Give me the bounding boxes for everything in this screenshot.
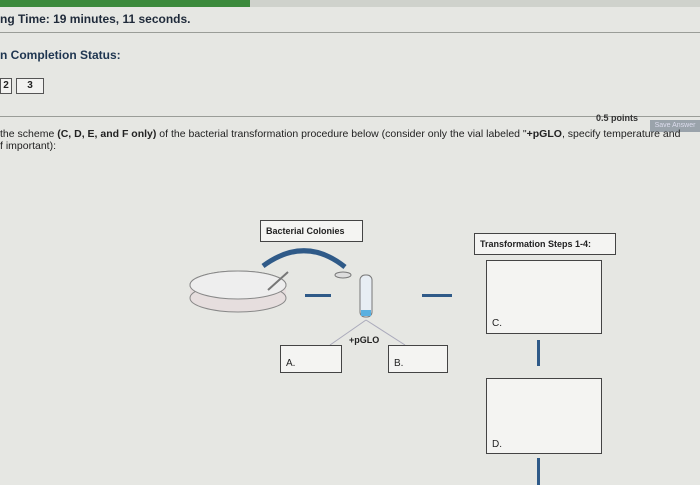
transformation-steps-label: Transformation Steps 1-4: (474, 233, 616, 255)
question-number-2[interactable]: 2 (0, 78, 12, 94)
save-answer-button[interactable]: Save Answer (650, 120, 700, 132)
arrow-down (537, 458, 540, 485)
prompt-bold: (C, D, E, and F only) (57, 128, 157, 140)
question-number-3[interactable]: 3 (16, 78, 44, 94)
prompt-vial: +pGLO (526, 128, 562, 140)
box-d-label: D. (492, 439, 502, 450)
answer-box-d[interactable]: D. (486, 378, 602, 454)
vial-label: +pGLO (349, 335, 380, 345)
arrow-down (537, 340, 540, 366)
completion-status-label: n Completion Status: (0, 48, 121, 62)
remaining-time: ng Time: 19 minutes, 11 seconds. (0, 12, 191, 26)
time-progress-bar (0, 0, 250, 7)
box-b-label: B. (394, 358, 404, 369)
arrow-right (305, 294, 331, 297)
vial-icon (329, 271, 406, 346)
prompt-rest: of the bacterial transformation procedur… (156, 128, 527, 140)
divider (0, 116, 700, 117)
box-c-label: C. (492, 318, 502, 329)
question-text: the scheme (C, D, E, and F only) of the … (0, 128, 700, 152)
prompt-line2: f important): (0, 140, 57, 152)
petri-dish-and-vial-illustration (189, 248, 452, 346)
curved-arrow (261, 248, 347, 269)
answer-box-a[interactable]: A. (280, 345, 342, 373)
prompt-prefix: the scheme (0, 128, 58, 140)
top-bar (0, 0, 700, 7)
divider (0, 32, 700, 33)
answer-box-b[interactable]: B. (388, 345, 448, 373)
points-label: 0.5 points (596, 113, 639, 123)
box-a-label: A. (286, 358, 296, 369)
prompt-end: , specify temperature and (561, 128, 681, 140)
petri-dish-icon (189, 270, 289, 313)
arrow-right (422, 294, 452, 297)
bacterial-colonies-label: Bacterial Colonies (260, 220, 363, 242)
answer-box-c[interactable]: C. (486, 260, 602, 334)
